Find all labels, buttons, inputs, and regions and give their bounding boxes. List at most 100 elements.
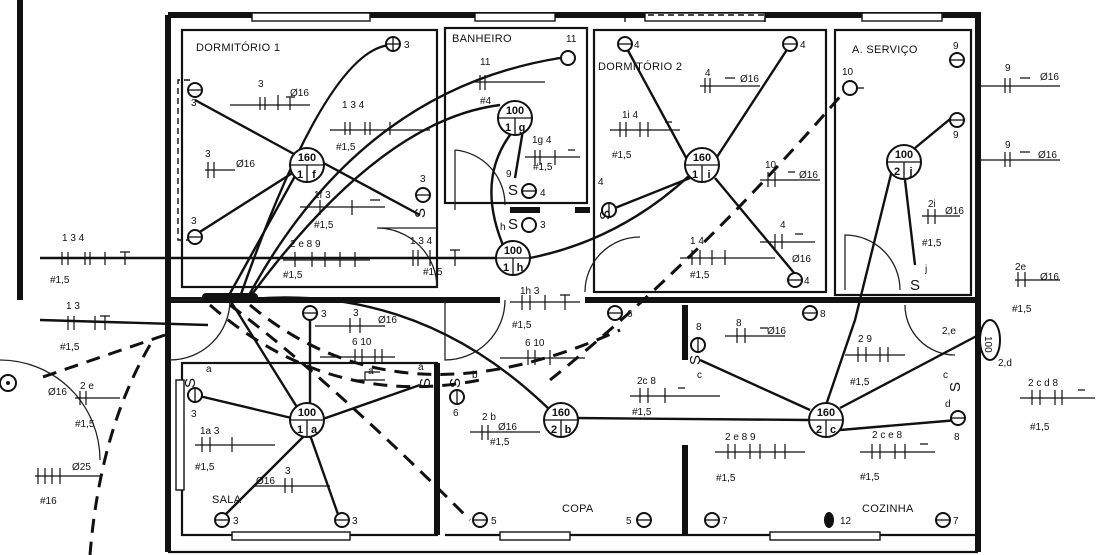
svg-text:9: 9 xyxy=(1005,140,1011,151)
svg-text:2c 8: 2c 8 xyxy=(637,376,656,387)
light-switch-letter: j xyxy=(908,166,912,178)
svg-text:3: 3 xyxy=(233,516,239,527)
svg-text:#1,5: #1,5 xyxy=(75,419,95,430)
svg-text:1f 3: 1f 3 xyxy=(314,190,331,201)
annotation: 9 Ø16 xyxy=(980,140,1060,167)
svg-text:#1,5: #1,5 xyxy=(1030,422,1050,433)
annotation: 4 Ø16 xyxy=(700,68,760,93)
annotation: a xyxy=(355,366,385,381)
switch-icon: S xyxy=(412,208,429,218)
light-circuit: 1 xyxy=(505,122,511,134)
annotation: 2 b Ø16 #1,5 xyxy=(470,412,540,448)
svg-text:3: 3 xyxy=(540,220,546,231)
svg-text:a: a xyxy=(418,362,424,373)
svg-text:1i 4: 1i 4 xyxy=(622,110,639,121)
light-circuit: 2 xyxy=(551,424,557,436)
svg-text:1h 3: 1h 3 xyxy=(520,286,540,297)
annotation: 6 10 xyxy=(320,337,395,364)
svg-text:b: b xyxy=(472,370,478,381)
svg-text:#1,5: #1,5 xyxy=(423,267,443,278)
outlet-icon: 12 xyxy=(824,512,852,528)
svg-text:c: c xyxy=(697,370,702,381)
switch-icon: S xyxy=(947,382,964,392)
switch-icon: S xyxy=(417,378,434,388)
annotation: 2 9 #1,5 xyxy=(845,334,905,388)
outlet-icon: 5 xyxy=(472,512,497,528)
outlet-icon: 9 xyxy=(949,112,965,141)
light-switch-letter: i xyxy=(707,169,710,181)
svg-text:5: 5 xyxy=(491,516,497,527)
svg-text:#1,5: #1,5 xyxy=(283,270,303,281)
svg-text:Ø16: Ø16 xyxy=(236,159,255,170)
light-power: 100 xyxy=(506,105,524,117)
light-circuit: 1 xyxy=(297,424,303,436)
svg-text:2,d: 2,d xyxy=(998,358,1012,369)
svg-text:8: 8 xyxy=(954,432,960,443)
annotation: 2 c e 8 #1,5 xyxy=(860,430,935,483)
svg-text:#1,5: #1,5 xyxy=(533,162,553,173)
svg-text:10: 10 xyxy=(765,160,777,171)
svg-text:3: 3 xyxy=(285,466,291,477)
annotation: 3 Ø16 xyxy=(230,79,310,110)
light-switch-letter: a xyxy=(311,424,318,436)
annotation: Ø25 #16 xyxy=(35,462,100,507)
annotation: 10 Ø16 xyxy=(760,160,820,187)
svg-text:#1,5: #1,5 xyxy=(314,220,334,231)
svg-text:d: d xyxy=(945,399,951,410)
svg-text:Ø25: Ø25 xyxy=(72,462,91,473)
svg-text:Ø16: Ø16 xyxy=(256,476,275,487)
svg-text:4: 4 xyxy=(804,276,810,287)
light-power: 100 xyxy=(895,149,913,161)
svg-text:2 e: 2 e xyxy=(80,381,94,392)
room-cozinha: COZINHA xyxy=(862,503,914,515)
dashed-conduits xyxy=(39,14,852,555)
outlet-icon: 3 xyxy=(415,174,431,203)
annotation: 1 3 4 #1,5 xyxy=(405,236,470,278)
annotation: 3 Ø16 xyxy=(315,308,397,333)
outlet-icon: 8 xyxy=(690,322,706,353)
svg-text:h: h xyxy=(500,222,506,233)
light-switch-letter: b xyxy=(565,424,572,436)
outlet-icon: 3 xyxy=(187,216,203,245)
light-circuit: 2 xyxy=(894,166,900,178)
svg-text:Ø16: Ø16 xyxy=(378,315,397,326)
outlets: 3 3 3 3 4 4 4 4 9 9 10 11 4 3 3 6 8 8 6 … xyxy=(0,34,1001,528)
outlet-icon: 8 xyxy=(802,305,826,321)
annotation: 1i 4 #1,5 xyxy=(610,110,680,161)
svg-text:#1,5: #1,5 xyxy=(922,238,942,249)
svg-text:Ø16: Ø16 xyxy=(945,206,964,217)
svg-text:j: j xyxy=(924,264,927,275)
annotation: 1h 3 #1,5 xyxy=(510,286,580,331)
outlet-icon: 7 xyxy=(704,512,728,528)
svg-text:4: 4 xyxy=(634,40,640,51)
svg-text:#1,5: #1,5 xyxy=(490,437,510,448)
svg-text:2 e 8 9: 2 e 8 9 xyxy=(725,432,756,443)
light-power: 100 xyxy=(298,407,316,419)
svg-text:1 3 4: 1 3 4 xyxy=(342,100,365,111)
svg-text:3: 3 xyxy=(321,309,327,320)
room-copa: COPA xyxy=(562,503,594,515)
outlet-icon: 11 xyxy=(556,34,577,66)
outlet-icon: 3 xyxy=(187,82,203,109)
svg-text:4: 4 xyxy=(540,188,546,199)
svg-text:12: 12 xyxy=(840,516,852,527)
annotation: 2,e 2,d xyxy=(942,326,1012,369)
svg-text:c: c xyxy=(943,370,948,381)
svg-text:#1,5: #1,5 xyxy=(612,150,632,161)
svg-text:1g 4: 1g 4 xyxy=(532,135,552,146)
svg-text:#4: #4 xyxy=(480,96,492,107)
svg-text:8: 8 xyxy=(736,318,742,329)
svg-text:2 c e 8: 2 c e 8 xyxy=(872,430,902,441)
svg-text:#1,5: #1,5 xyxy=(50,275,70,286)
svg-text:3: 3 xyxy=(191,98,197,109)
svg-text:11: 11 xyxy=(566,34,577,45)
svg-text:3: 3 xyxy=(352,516,358,527)
annotation: 1a 3 #1,5 xyxy=(195,426,275,473)
wiring xyxy=(39,43,989,521)
light-power: 160 xyxy=(693,152,711,164)
